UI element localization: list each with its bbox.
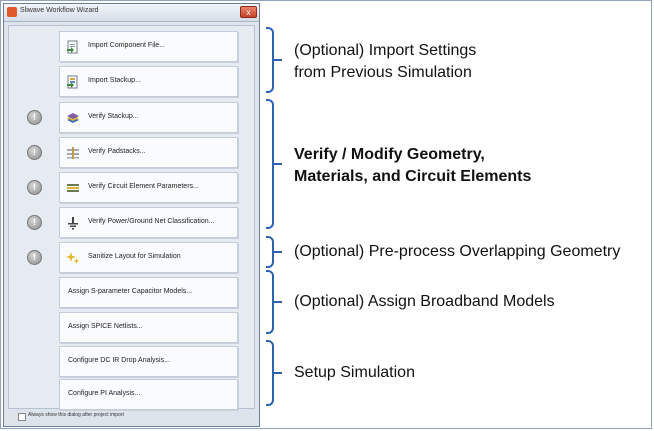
circuit-element-icon (67, 184, 79, 192)
assign-s-parameter-capacitor-models-button[interactable]: Assign S-parameter Capacitor Models... (59, 277, 238, 308)
bracket-tick (273, 301, 282, 303)
annotation-verify-geometry: Verify / Modify Geometry, Materials, and… (294, 144, 531, 188)
stackup-layers-icon (67, 113, 79, 123)
annotation-line: (Optional) Pre-process Overlapping Geome… (294, 243, 621, 260)
close-button[interactable]: x (240, 6, 257, 18)
bracket-tick (273, 251, 282, 253)
annotation-broadband-models: (Optional) Assign Broadband Models (294, 291, 555, 313)
padstack-icon (67, 147, 79, 159)
always-show-checkbox-label: Always show this dialog after project im… (28, 412, 124, 418)
import-stackup-button[interactable]: Import Stackup... (59, 66, 238, 97)
bracket-tick (273, 372, 282, 374)
sanitize-sparkle-icon (66, 252, 80, 264)
bracket-tick (273, 59, 282, 61)
warning-icon: ! (27, 215, 42, 230)
verify-power-ground-net-classification-button[interactable]: Verify Power/Ground Net Classification..… (59, 207, 238, 238)
assign-spice-netlists-button[interactable]: Assign SPICE Netlists... (59, 312, 238, 343)
annotation-line: Materials, and Circuit Elements (294, 168, 532, 185)
verify-padstacks-button[interactable]: Verify Padstacks... (59, 137, 238, 168)
step-label: Import Component File... (88, 42, 166, 49)
import-component-file-button[interactable]: Import Component File... (59, 31, 238, 62)
step-label: Verify Power/Ground Net Classification..… (88, 218, 215, 225)
bracket-tick (273, 163, 282, 165)
warning-icon: ! (27, 180, 42, 195)
step-label: Import Stackup... (88, 77, 141, 84)
annotation-line: (Optional) Assign Broadband Models (294, 293, 555, 310)
step-label: Assign S-parameter Capacitor Models... (68, 288, 193, 295)
app-logo-icon (7, 7, 17, 17)
ground-net-icon (68, 217, 78, 230)
verify-circuit-element-parameters-button[interactable]: Verify Circuit Element Parameters... (59, 172, 238, 203)
step-label: Verify Circuit Element Parameters... (88, 183, 199, 190)
annotation-line: Verify / Modify Geometry, (294, 146, 485, 163)
step-label: Sanitize Layout for Simulation (88, 253, 181, 260)
window-titlebar: Sliwave Workflow Wizard x (4, 4, 259, 22)
annotation-preprocess: (Optional) Pre-process Overlapping Geome… (294, 241, 620, 263)
step-label: Assign SPICE Netlists... (68, 323, 143, 330)
annotation-setup-simulation: Setup Simulation (294, 362, 415, 384)
step-label: Configure PI Analysis... (68, 390, 141, 397)
warning-icon: ! (27, 145, 42, 160)
configure-dc-ir-drop-analysis-button[interactable]: Configure DC IR Drop Analysis... (59, 346, 238, 377)
window-title: Sliwave Workflow Wizard (20, 7, 99, 14)
step-label: Configure DC IR Drop Analysis... (68, 357, 170, 364)
steps-panel: Import Component File... Import Stackup.… (8, 25, 255, 410)
annotation-line: from Previous Simulation (294, 64, 472, 81)
workflow-wizard-window: Sliwave Workflow Wizard x Import Compone… (3, 3, 260, 427)
verify-stackup-button[interactable]: Verify Stackup... (59, 102, 238, 133)
annotation-line: (Optional) Import Settings (294, 42, 477, 59)
step-label: Verify Padstacks... (88, 148, 146, 155)
step-label: Verify Stackup... (88, 113, 139, 120)
import-stackup-icon (67, 75, 78, 89)
annotation-line: Setup Simulation (294, 364, 415, 381)
import-file-icon (67, 40, 78, 54)
warning-icon: ! (27, 250, 42, 265)
always-show-checkbox[interactable] (18, 413, 26, 421)
sanitize-layout-button[interactable]: Sanitize Layout for Simulation (59, 242, 238, 273)
warning-icon: ! (27, 110, 42, 125)
configure-pi-analysis-button[interactable]: Configure PI Analysis... (59, 379, 238, 410)
annotation-import-settings: (Optional) Import Settings from Previous… (294, 40, 476, 84)
